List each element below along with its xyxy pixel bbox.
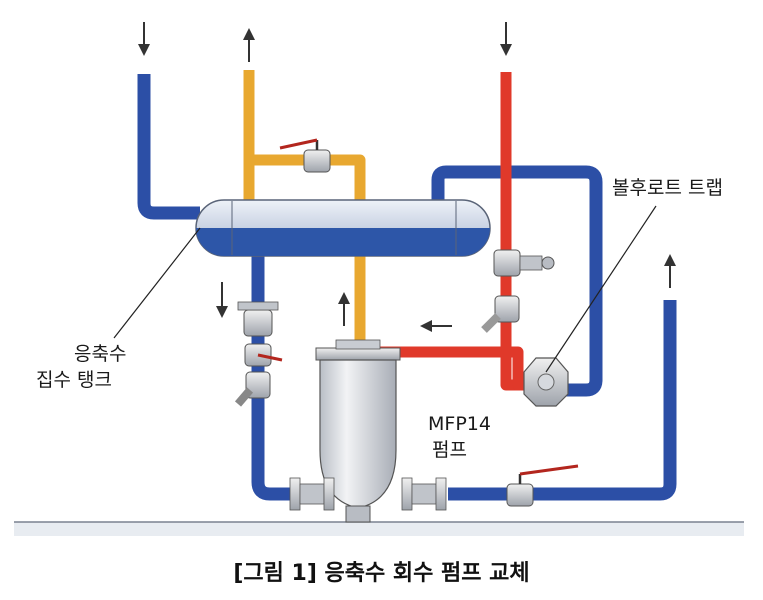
pump-label-line2: 펌프 — [432, 439, 467, 461]
inlet-pipe-left — [137, 74, 200, 220]
float-trap-label: 볼후로트 트랩 — [612, 177, 723, 199]
arrow-up-discharge-icon — [664, 254, 676, 288]
tank-to-pump-pipe — [251, 255, 298, 501]
condensate-pipes — [137, 74, 677, 501]
tank-label-line2: 집수 탱크 — [36, 369, 112, 391]
trap-leader-line — [545, 205, 657, 373]
arrow-down-red-inlet-icon — [500, 22, 512, 56]
condensate-pump-diagram — [14, 22, 744, 536]
red-return-to-pump — [375, 346, 524, 391]
arrow-down-left-icon — [216, 282, 228, 318]
flow-arrows — [138, 22, 676, 332]
steam-pipes — [243, 70, 366, 345]
tank-label-line1: 응축수 — [74, 343, 127, 365]
check-valve-left — [237, 301, 279, 337]
trap-return-pipe — [431, 165, 603, 397]
arrow-up-vent-icon — [243, 28, 255, 62]
ball-valve-left — [244, 343, 283, 367]
pump-label-line1: MFP14 — [428, 413, 491, 435]
floor-band — [14, 522, 744, 536]
pump-outlet-fittings — [401, 477, 447, 511]
arrow-up-pump-icon — [338, 292, 350, 326]
mfp14-pump — [315, 339, 401, 523]
figure-caption: [그림 1] 응축수 회수 펌프 교체 — [233, 561, 530, 586]
steam-ball-valve — [279, 138, 331, 173]
pump-discharge-pipe — [448, 300, 677, 501]
red-line-check-valve — [481, 295, 520, 333]
arrow-left-return-icon — [420, 320, 452, 332]
strainer-left — [234, 371, 271, 407]
tank-leader-line — [113, 227, 201, 339]
discharge-ball-valve — [506, 464, 579, 507]
vent-branch — [249, 154, 366, 345]
float-trap — [523, 357, 569, 407]
collection-tank — [195, 199, 491, 257]
red-line-strainer — [493, 249, 555, 277]
arrow-down-inlet-icon — [138, 22, 150, 56]
pump-inlet-fittings — [289, 477, 335, 511]
red-inlet-pipe — [500, 72, 540, 391]
